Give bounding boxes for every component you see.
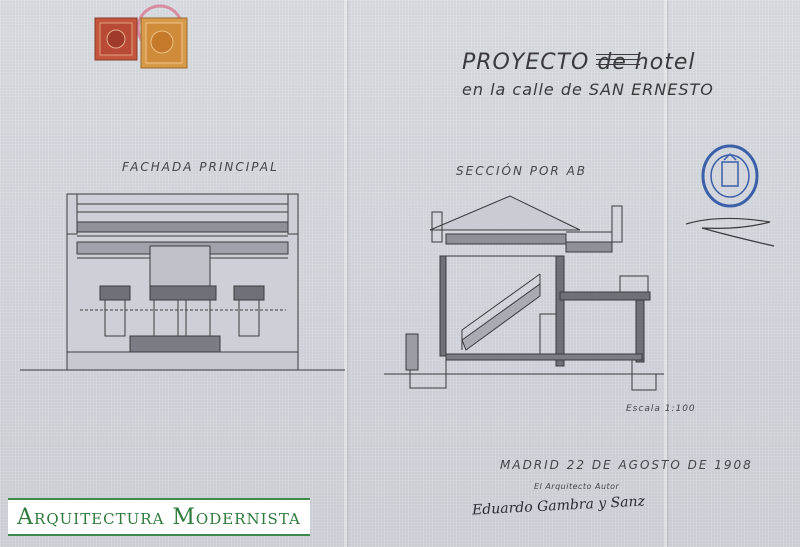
architect-label: El Arquitecto Autor bbox=[534, 482, 620, 491]
postage-stamp-icon bbox=[94, 4, 188, 69]
brand-text: Arquitectura Modernista bbox=[17, 504, 301, 530]
title-rules bbox=[596, 54, 640, 69]
section-label: SECCIÓN POR AB bbox=[456, 164, 588, 178]
scale-label: Escala 1:100 bbox=[626, 404, 696, 414]
brand-banner: Arquitectura Modernista bbox=[8, 498, 310, 536]
paper-fold bbox=[344, 0, 347, 547]
official-seal-icon bbox=[701, 144, 759, 208]
cross-section-drawing bbox=[384, 195, 664, 391]
project-title-line2: en la calle de SAN ERNESTO bbox=[462, 80, 714, 99]
facade-label: FACHADA PRINCIPAL bbox=[122, 160, 279, 174]
project-title-line1: PROYECTO de hotel bbox=[462, 50, 696, 75]
paper-fold bbox=[664, 0, 667, 547]
date-label: MADRID 22 DE AGOSTO DE 1908 bbox=[500, 458, 753, 472]
facade-elevation-drawing bbox=[20, 193, 345, 371]
